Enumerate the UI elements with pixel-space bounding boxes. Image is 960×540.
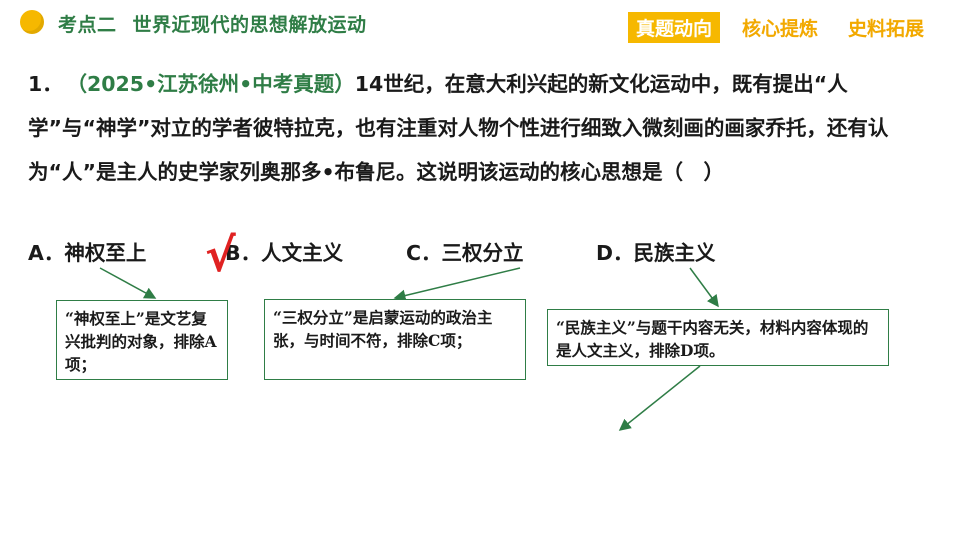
section-bullet-icon <box>20 10 44 34</box>
question-source: （2025•江苏徐州•中考真题） <box>76 72 355 96</box>
section-label: 考点二 <box>58 14 117 36</box>
section-nav: 真题动向 核心提炼 史料拓展 <box>627 12 932 43</box>
tab-material-extension[interactable]: 史料拓展 <box>847 18 924 40</box>
tab-real-questions[interactable]: 真题动向 <box>627 12 720 43</box>
correct-checkmark-icon: √ <box>205 228 236 282</box>
explanation-box-a: “神权至上”是文艺复兴批判的对象，排除A项； <box>56 300 228 380</box>
explanation-box-c: “三权分立”是启蒙运动的政治主张，与时间不符，排除C项； <box>264 299 526 380</box>
page-title: 考点二世界近现代的思想解放运动 <box>58 10 367 37</box>
question-number: 1． <box>28 72 63 96</box>
option-d[interactable]: D．民族主义 <box>596 241 716 265</box>
question-text: 1． （2025•江苏徐州•中考真题）14世纪，在意大利兴起的新文化运动中，既有提… <box>28 62 933 194</box>
section-title: 世界近现代的思想解放运动 <box>132 14 367 36</box>
option-a[interactable]: A．神权至上 <box>28 241 147 265</box>
option-b[interactable]: B．人文主义 <box>225 241 344 265</box>
tab-core-summary[interactable]: 核心提炼 <box>741 18 818 40</box>
arrow-d-bottom <box>618 365 701 431</box>
question-stem: 14世纪，在意大利兴起的新文化运动中，既有提出“人学”与“神学”对立的学者彼特拉… <box>28 72 889 184</box>
explanation-box-d: “民族主义”与题干内容无关，材料内容体现的是人文主义，排除D项。 <box>547 309 889 366</box>
arrow-d-top <box>689 267 719 308</box>
arrow-a <box>99 267 157 299</box>
answer-options: A．神权至上 B．人文主义 C．三权分立 D．民族主义 <box>28 236 933 272</box>
option-c[interactable]: C．三权分立 <box>406 241 524 265</box>
arrow-c <box>393 267 521 302</box>
